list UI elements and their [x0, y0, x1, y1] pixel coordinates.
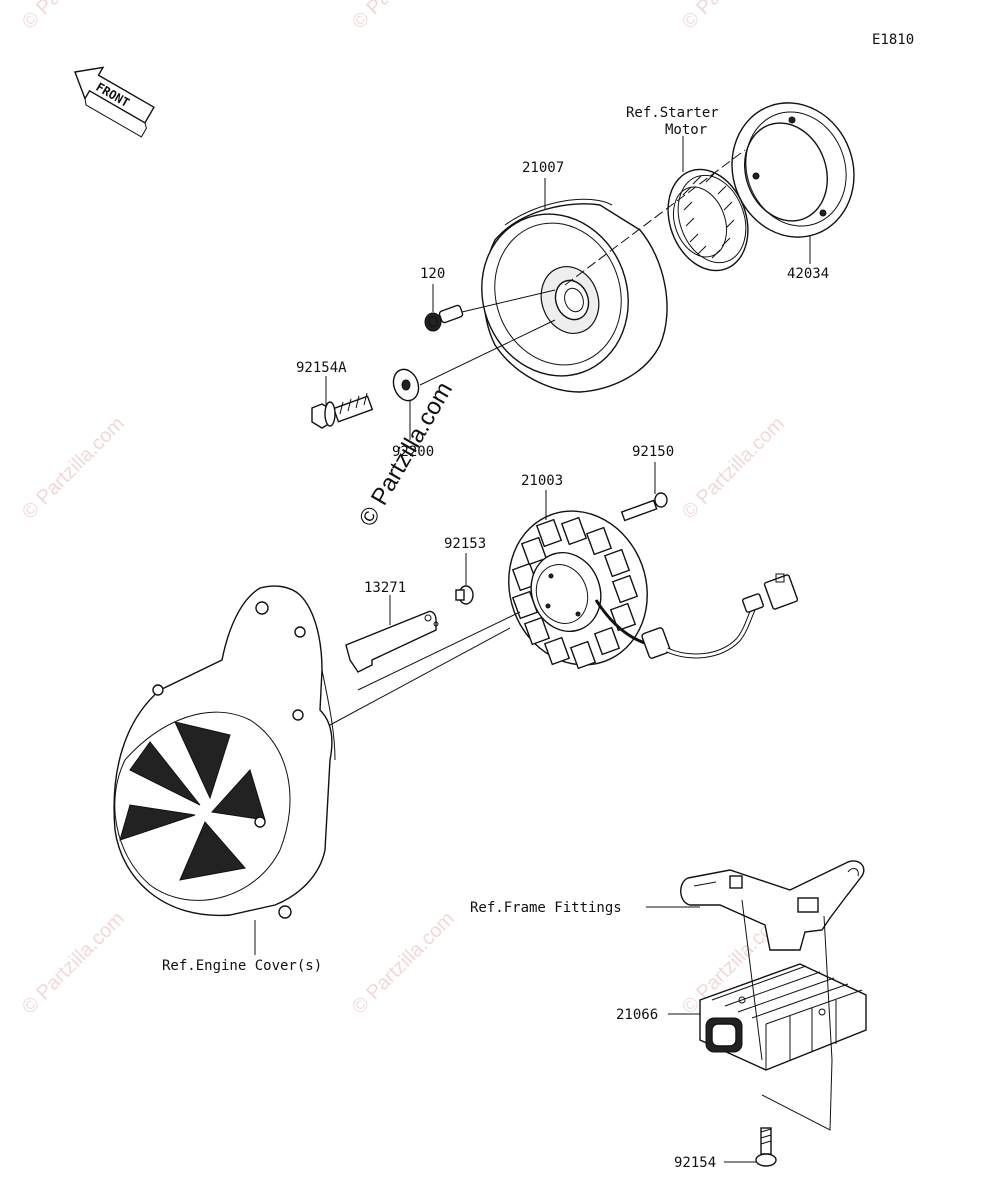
watermark: © Partzilla.com: [18, 0, 129, 34]
plate-13271: [345, 610, 439, 673]
washer-92200: [392, 368, 420, 402]
regulator-rectifier: [699, 963, 867, 1071]
stator: [508, 510, 799, 670]
label-92150: 92150: [632, 444, 674, 460]
bolt-92153: [455, 585, 474, 605]
label-42034: 42034: [787, 266, 829, 282]
watermark: © Partzilla.com: [678, 413, 789, 524]
front-arrow-icon: FRONT: [74, 66, 155, 138]
diagram-code: E1810: [872, 32, 914, 48]
engine-cover: [113, 585, 336, 919]
label-120: 120: [420, 266, 445, 282]
label-21066: 21066: [616, 1007, 658, 1023]
label-ref-frame-fittings: Ref.Frame Fittings: [470, 900, 622, 916]
flange-bolt-92154A: [311, 392, 374, 429]
label-92154: 92154: [674, 1155, 716, 1171]
label-ref-starter-motor-1: Ref.Starter: [626, 105, 719, 121]
one-way-clutch: [667, 168, 749, 272]
watermark: © Partzilla.com: [18, 908, 129, 1019]
bolt-120: [424, 304, 464, 332]
label-21007: 21007: [522, 160, 564, 176]
label-13271: 13271: [364, 580, 406, 596]
label-ref-starter-motor-2: Motor: [665, 122, 707, 138]
label-92154A: 92154A: [296, 360, 347, 376]
leader-lines: [254, 136, 811, 1163]
part-labels: 21007 Ref.Starter Motor 42034 120 92154A…: [162, 105, 829, 1171]
starter-clutch-housing: [731, 102, 855, 238]
watermark: © Partzilla.com: [348, 908, 459, 1019]
watermark: © Partzilla.com: [18, 413, 129, 524]
label-21003: 21003: [521, 473, 563, 489]
watermark: © Partzilla.com: [678, 0, 789, 34]
label-92200: 92200: [392, 444, 434, 460]
frame-bracket: [680, 860, 865, 951]
label-ref-engine-cover: Ref.Engine Cover(s): [162, 958, 322, 974]
guide-lines: [329, 149, 833, 1131]
bolt-92154: [755, 1127, 777, 1167]
watermark: © Partzilla.com: [348, 0, 459, 34]
bolt-92150: [620, 492, 668, 522]
rotor: [481, 198, 668, 393]
label-92153: 92153: [444, 536, 486, 552]
